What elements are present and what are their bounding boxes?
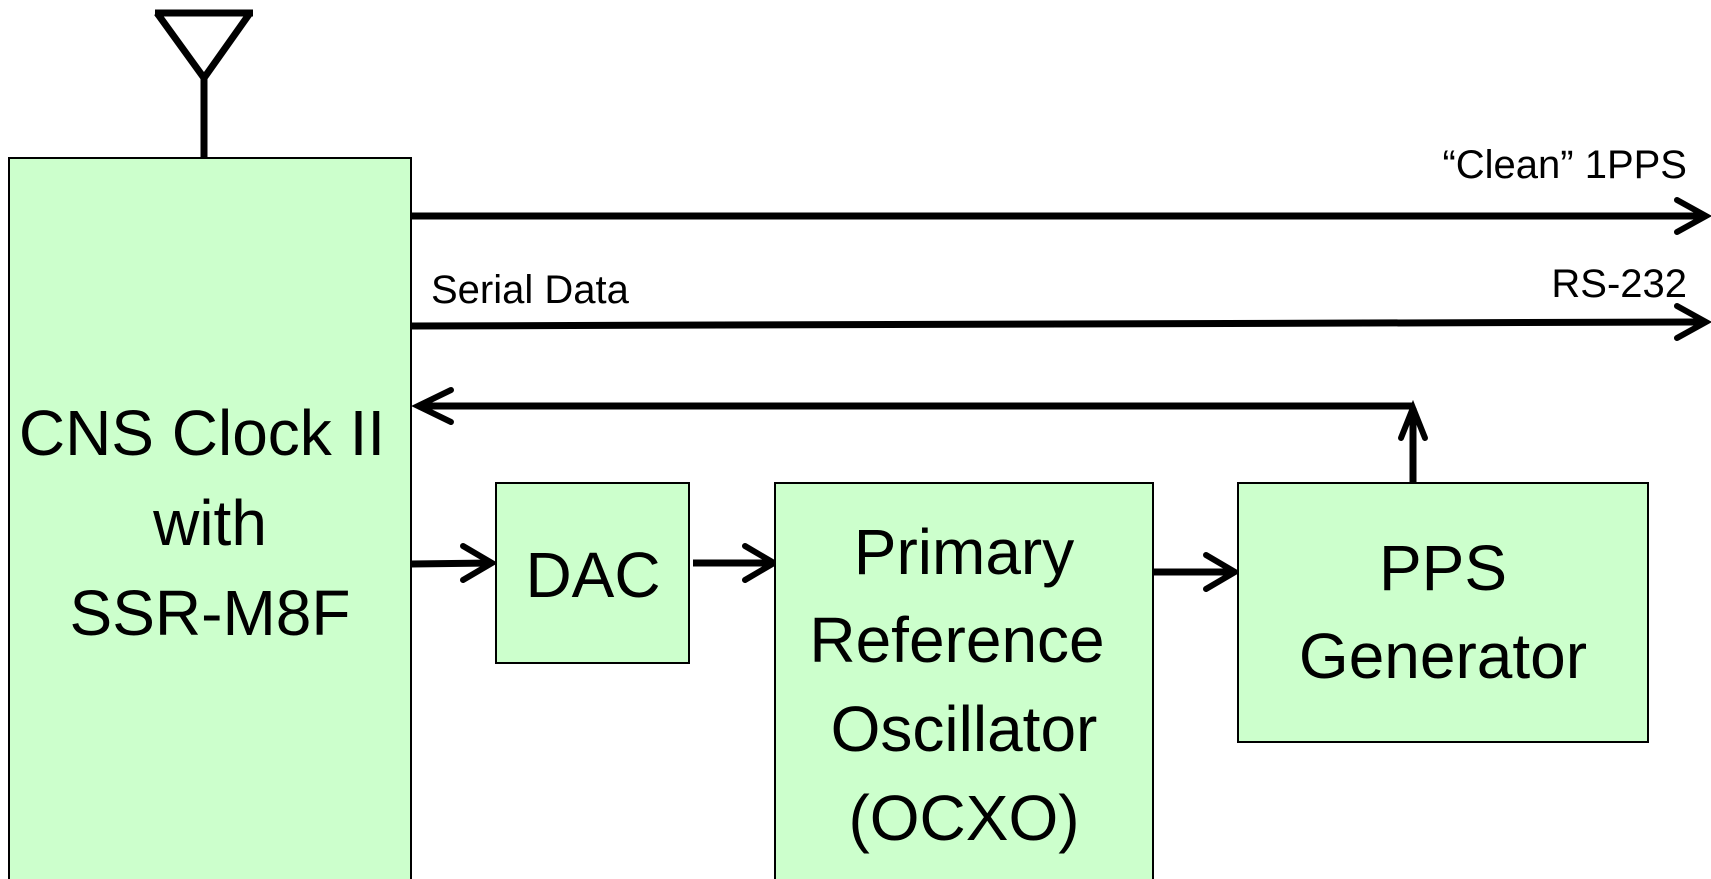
dac-to-oscillator-arrow (693, 543, 780, 583)
pps-generator-block: PPS Generator (1237, 482, 1649, 743)
oscillator-block: Primary Reference Oscillator (OCXO) (774, 482, 1154, 879)
cns-clock-line-3: SSR-M8F (70, 577, 351, 649)
oscillator-line-1: Primary (854, 516, 1074, 588)
cns-clock-line-2: with (152, 487, 267, 559)
oscillator-line-4: (OCXO) (848, 782, 1079, 854)
antenna-icon (154, 9, 253, 158)
rs232-label: RS-232 (1551, 262, 1687, 306)
dac-block: DAC (495, 482, 690, 664)
oscillator-line-2: Reference (809, 604, 1104, 676)
clean-pps-output-arrow (411, 197, 1711, 235)
clean-pps-label: “Clean” 1PPS (1442, 143, 1687, 187)
oscillator-line-3: Oscillator (831, 693, 1098, 765)
cns-clock-line-1: CNS Clock II (19, 397, 385, 469)
cns-clock-block: CNS Clock II with SSR-M8F (8, 157, 412, 879)
clock-to-dac-arrow (410, 543, 498, 583)
serial-data-output-arrow (410, 303, 1711, 341)
feedback-arrow (411, 387, 1428, 483)
pps-generator-line-2: Generator (1299, 620, 1587, 692)
serial-data-label: Serial Data (431, 268, 630, 312)
pps-generator-line-1: PPS (1379, 532, 1507, 604)
oscillator-to-pps-arrow (1153, 552, 1241, 592)
dac-label: DAC (525, 539, 660, 611)
